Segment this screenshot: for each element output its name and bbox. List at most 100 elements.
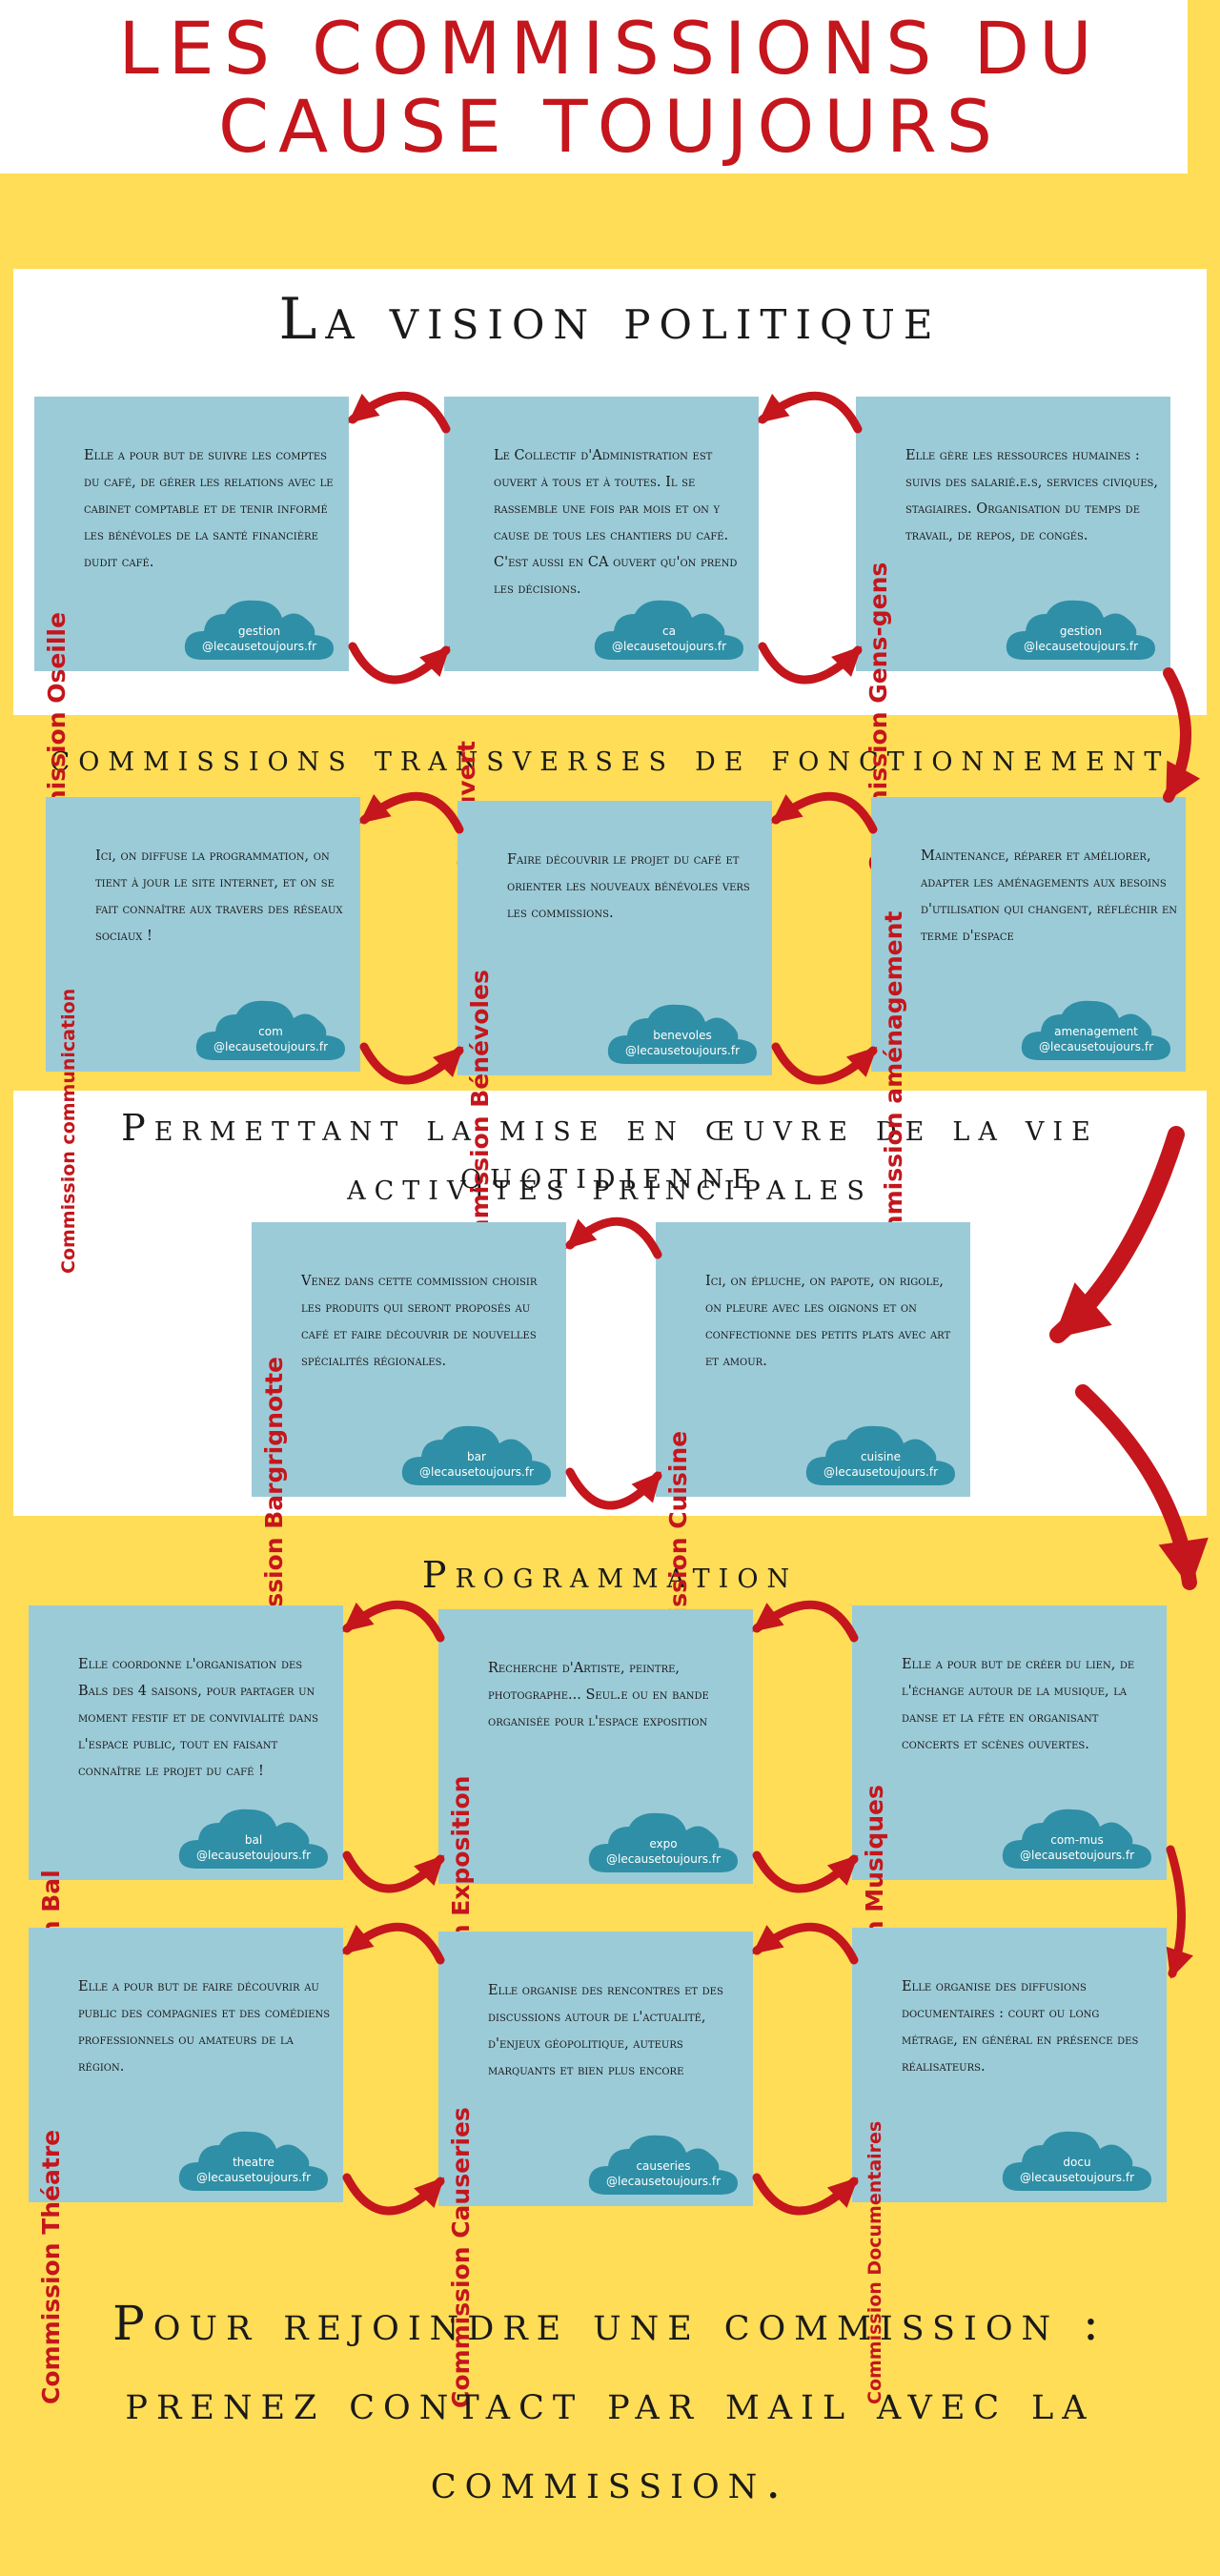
cloud-email-domain: @lecausetoujours.fr: [196, 1849, 311, 1862]
arrow-head: [1158, 1537, 1209, 1588]
cloud-email-domain: @lecausetoujours.fr: [824, 1465, 938, 1479]
cloud-icon: [588, 1812, 738, 1872]
section-title-activites: activités principales: [347, 1166, 873, 1208]
cloud-email-badge[interactable]: bar@lecausetoujours.fr: [400, 1421, 553, 1487]
cloud-email-user: gestion: [237, 624, 281, 638]
cloud-email-badge[interactable]: docu @lecausetoujours.fr: [1001, 2126, 1153, 2193]
cloud-email-badge[interactable]: cuisine @lecausetoujours.fr: [804, 1421, 957, 1487]
arrow-head: [342, 1924, 375, 1954]
cloud-icon: [178, 1809, 328, 1869]
arrow-head: [359, 794, 392, 824]
arrow-head: [758, 394, 790, 423]
cloud-email-user: bal: [244, 1833, 263, 1847]
cloud-email-domain: @lecausetoujours.fr: [606, 1852, 721, 1866]
cloud-email-badge[interactable]: expo @lecausetoujours.fr: [587, 1808, 740, 1874]
cloud-email-domain: @lecausetoujours.fr: [196, 2171, 311, 2184]
arrow-head: [826, 2177, 859, 2208]
cloud-email-domain: @lecausetoujours.fr: [625, 1044, 740, 1057]
cloud-email-user: com-mus: [1050, 1833, 1104, 1847]
cloud-email-domain: @lecausetoujours.fr: [214, 1040, 328, 1053]
arrow-head: [348, 393, 380, 423]
cloud-icon: [594, 600, 743, 660]
cloud-email-user: benevoles: [653, 1029, 712, 1042]
cloud-email-domain: @lecausetoujours.fr: [202, 640, 316, 653]
cloud-email-user: cuisine: [860, 1450, 902, 1463]
cloud-email-badge[interactable]: ca@lecausetoujours.fr: [593, 595, 745, 662]
main-title-line2: CAUSE TOUJOURS: [218, 84, 1002, 169]
commission-description: Ici, on épluche, on papote, on rigole, o…: [705, 1274, 951, 1369]
commission-card: Commission MusiquesElle a pour but de cr…: [852, 1605, 1167, 2082]
cloud-email-badge[interactable]: theatre @lecausetoujours.fr: [177, 2126, 330, 2193]
arrow-head: [826, 1854, 859, 1886]
footer-line2: prenez contact par mail avec la: [125, 2375, 1095, 2430]
arrow-head: [1166, 1946, 1193, 1979]
cloud-email-badge[interactable]: amenagement @lecausetoujours.fr: [1020, 995, 1172, 1062]
cloud-email-user: amenagement: [1054, 1025, 1138, 1038]
cloud-email-user: gestion: [1059, 624, 1103, 638]
cloud-email-badge[interactable]: gestion @lecausetoujours.fr: [1005, 595, 1157, 662]
cloud-email-badge[interactable]: causeries@lecausetoujours.fr: [587, 2130, 740, 2197]
arrow-head: [1053, 1282, 1112, 1339]
title-banner: LES COMMISSIONS DU CAUSE TOUJOURS: [0, 0, 1188, 174]
cloud-icon: [607, 1004, 757, 1064]
arrow-head: [752, 1603, 784, 1632]
cloud-icon: [195, 1000, 345, 1060]
main-title-line1: LES COMMISSIONS DU: [118, 6, 1102, 91]
commission-description: Ici, on diffuse la programmation, on tie…: [95, 848, 343, 944]
section-title-programmation: Programmation: [421, 1554, 799, 1596]
cloud-email-domain: @lecausetoujours.fr: [1039, 1040, 1153, 1053]
cloud-email-domain: @lecausetoujours.fr: [1020, 1849, 1134, 1862]
cloud-email-badge[interactable]: benevoles @lecausetoujours.fr: [606, 999, 759, 1066]
commission-description: Elle a pour but de faire découvrir au pu…: [78, 1979, 331, 2075]
commission-description: Elle gère les ressources humaines : suiv…: [905, 448, 1159, 543]
cloud-email-badge[interactable]: com-mus @lecausetoujours.fr: [1001, 1804, 1153, 1871]
commission-description: Elle organise des diffusions documentair…: [902, 1979, 1139, 2075]
footer-line3: commission.: [430, 2454, 790, 2509]
cloud-icon: [1006, 600, 1155, 660]
cloud-email-badge[interactable]: bal @lecausetoujours.fr: [177, 1804, 330, 1871]
arrow-head: [414, 2177, 445, 2209]
commission-description: Elle organise des rencontres et des disc…: [488, 1983, 723, 2078]
section-title-vision: La vision politique: [278, 286, 942, 353]
quotidienne-panel: [13, 1091, 1207, 1516]
cloud-icon: [1002, 2131, 1151, 2191]
cloud-email-user: ca: [662, 624, 676, 638]
arrow-head: [342, 1602, 375, 1632]
arrow-head: [565, 1218, 598, 1250]
commission-description: Venez dans cette commission choisir les …: [301, 1274, 538, 1369]
cloud-email-user: com: [258, 1025, 283, 1038]
cloud-email-user: expo: [649, 1837, 678, 1850]
cloud-email-user: theatre: [233, 2156, 274, 2169]
cloud-icon: [588, 2135, 738, 2195]
commission-description: Le Collectif d'Administration est ouvert…: [494, 448, 738, 597]
cloud-email-domain: @lecausetoujours.fr: [606, 2175, 721, 2188]
cloud-email-domain: @lecausetoujours.fr: [1020, 2171, 1134, 2184]
arrow-head: [631, 1471, 661, 1503]
commission-card: Commission ExpositionRecherche d'Artiste…: [438, 1609, 753, 2086]
footer-line1: Pour rejoindre une commission :: [112, 2296, 1108, 2351]
commission-description: Elle a pour but de suivre les comptes du…: [84, 448, 334, 570]
cloud-icon: [178, 2131, 328, 2191]
cloud-icon: [1021, 1000, 1170, 1060]
commission-description: Faire découvrir le projet du café et ori…: [507, 852, 750, 921]
commission-description: Elle coordonne l'organisation des Bals d…: [78, 1657, 318, 1779]
cloud-email-badge[interactable]: com @lecausetoujours.fr: [194, 995, 347, 1062]
cloud-email-user: docu: [1063, 2156, 1091, 2169]
arrow-head: [414, 1854, 445, 1887]
cloud-email-badge[interactable]: gestion @lecausetoujours.fr: [183, 595, 336, 662]
arrow-head: [1166, 760, 1201, 803]
commission-description: Recherche d'Artiste, peintre, photograph…: [488, 1661, 709, 1729]
cloud-email-domain: @lecausetoujours.fr: [1024, 640, 1138, 653]
cloud-email-user: bar: [467, 1450, 486, 1463]
arrow-head: [831, 645, 863, 677]
